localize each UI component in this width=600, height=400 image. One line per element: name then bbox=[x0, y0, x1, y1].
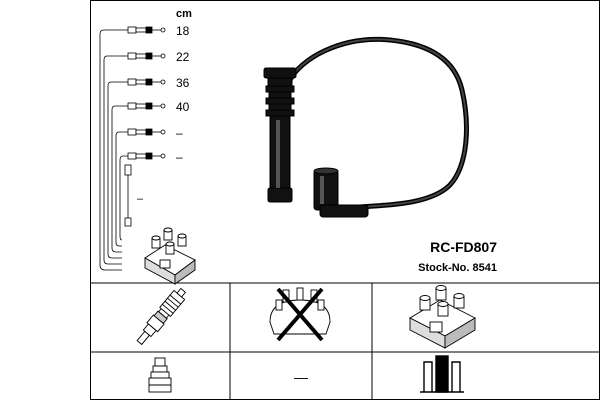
aux-wire bbox=[124, 164, 132, 227]
product-code: RC-FD807 bbox=[430, 239, 497, 255]
ignition-coil-icon bbox=[409, 285, 476, 349]
distributor-cap-crossed-icon bbox=[269, 287, 331, 342]
stock-number: Stock-No. 8541 bbox=[418, 262, 497, 274]
wire-length-4: 40 bbox=[176, 100, 190, 114]
spark-plug-icon bbox=[136, 287, 187, 346]
dash-symbol: — bbox=[294, 369, 308, 385]
unit-label: cm bbox=[176, 8, 192, 20]
wire-length-2: 22 bbox=[176, 50, 190, 64]
bundle-coil-icon bbox=[144, 227, 196, 285]
coil-terminal-icon bbox=[420, 355, 464, 393]
coil-boot-icon bbox=[313, 167, 369, 218]
wire-connectors bbox=[127, 26, 166, 160]
wire-length-5: – bbox=[176, 126, 183, 140]
outer-frame bbox=[90, 0, 600, 400]
wire-length-1: 18 bbox=[176, 24, 190, 38]
ignition-cable-photo bbox=[263, 36, 469, 218]
wire-length-labels: 18 22 36 40 – – bbox=[176, 24, 190, 164]
wire-bundle-schematic bbox=[99, 29, 128, 271]
aux-wire-length: – bbox=[137, 193, 144, 205]
wire-length-3: 36 bbox=[176, 76, 190, 90]
wire-length-6: – bbox=[176, 150, 183, 164]
plug-boot-icon bbox=[263, 67, 297, 203]
plug-terminal-icon bbox=[148, 357, 172, 393]
